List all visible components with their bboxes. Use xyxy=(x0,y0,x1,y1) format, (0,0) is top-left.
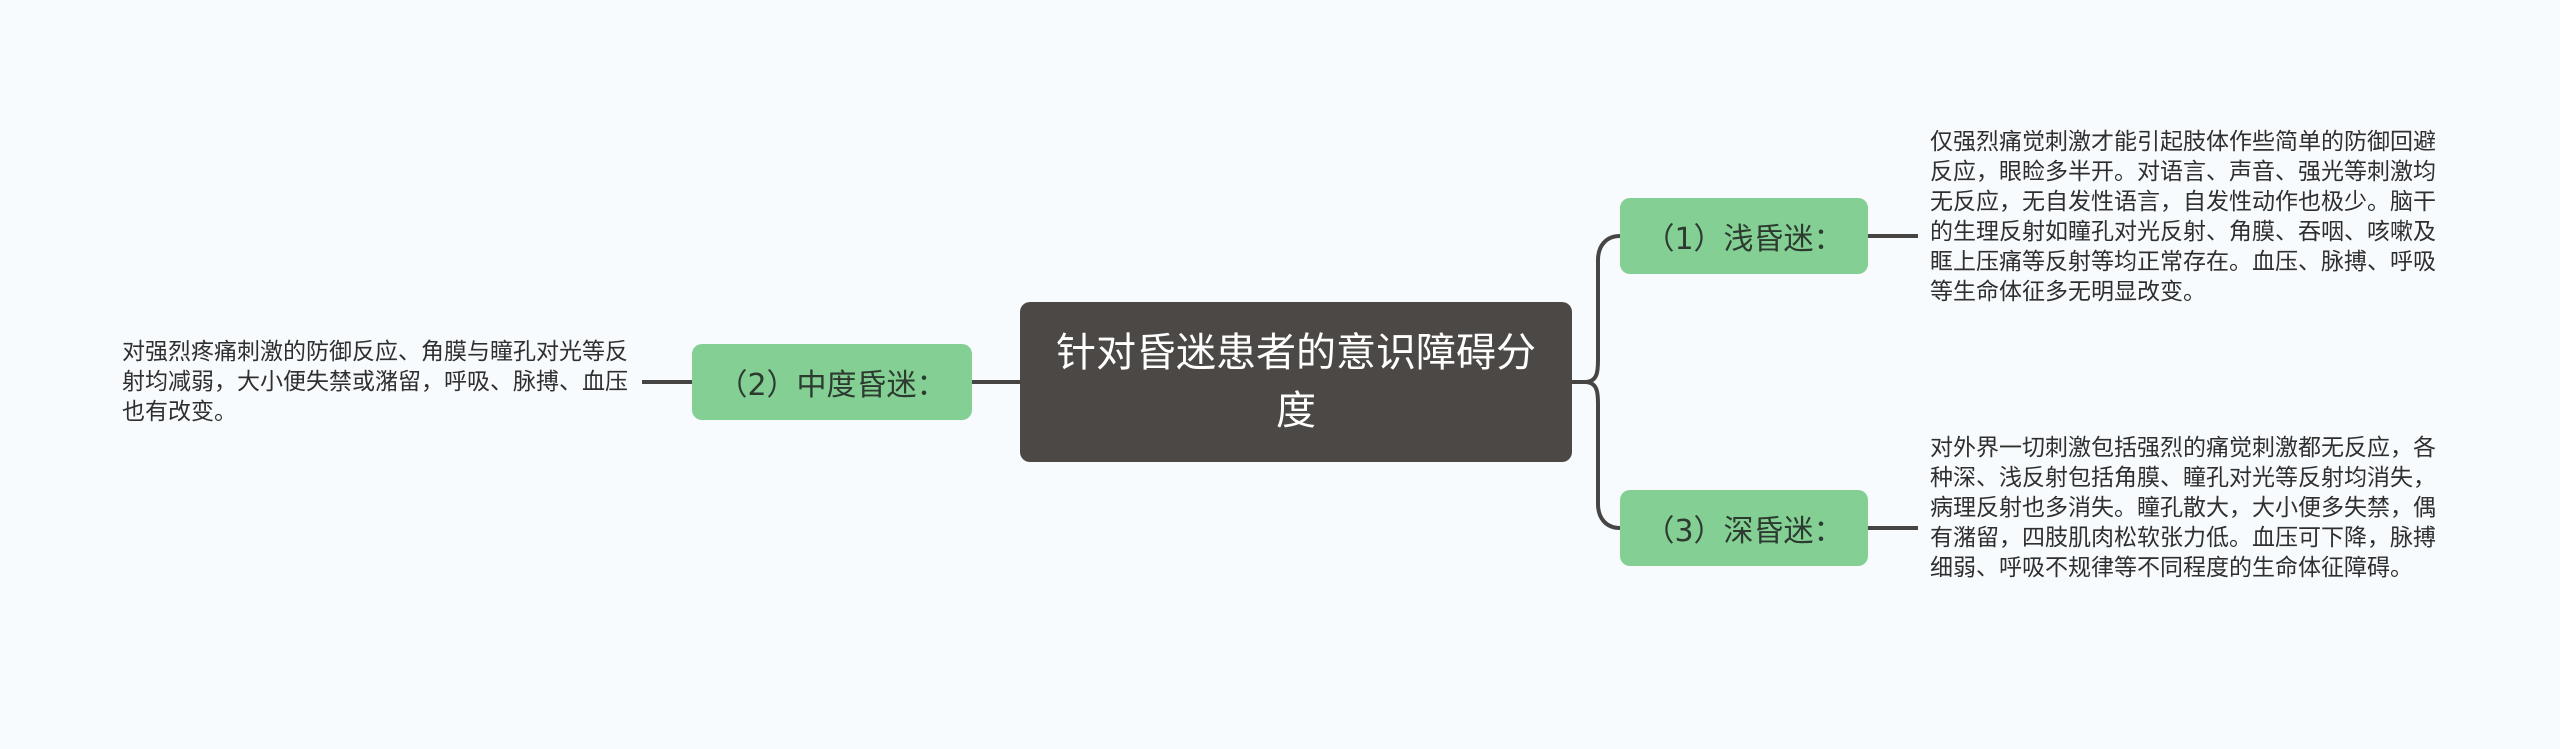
connector-root-to-branch-1 xyxy=(1572,234,1621,384)
detail-text-moderate-coma: 对强烈疼痛刺激的防御反应、角膜与瞳孔对光等反射均减弱，大小便失禁或潴留，呼吸、脉… xyxy=(122,339,628,425)
root-node-label: 针对昏迷患者的意识障碍分度 xyxy=(1056,330,1536,434)
branch-node-label: （2）中度昏迷： xyxy=(717,368,947,403)
detail-text-light-coma: 仅强烈痛觉刺激才能引起肢体作些简单的防御回避反应，眼睑多半开。对语言、声音、强光… xyxy=(1930,129,2436,305)
connector-root-to-branch-3 xyxy=(1572,380,1621,530)
branch-node-label: （1）浅昏迷： xyxy=(1644,222,1844,257)
branch-node-label: （3）深昏迷： xyxy=(1644,514,1844,549)
branch-node-light-coma[interactable]: （1）浅昏迷： xyxy=(1620,198,1868,274)
branch-node-deep-coma[interactable]: （3）深昏迷： xyxy=(1620,490,1868,566)
root-node[interactable]: 针对昏迷患者的意识障碍分度 xyxy=(1020,302,1572,462)
branch-node-moderate-coma[interactable]: （2）中度昏迷： xyxy=(692,344,972,420)
detail-text-deep-coma: 对外界一切刺激包括强烈的痛觉刺激都无反应，各种深、浅反射包括角膜、瞳孔对光等反射… xyxy=(1930,435,2436,581)
